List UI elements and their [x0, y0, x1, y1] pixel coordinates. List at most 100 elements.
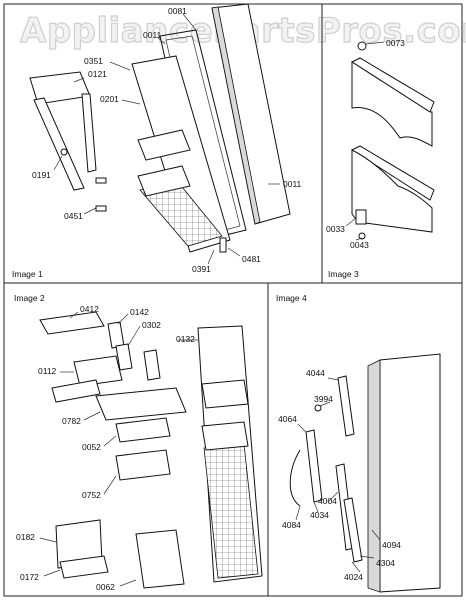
leader-0451 — [83, 207, 97, 215]
label-0752: 0752 — [82, 490, 101, 500]
leader-4064 — [297, 423, 307, 433]
screw-0073 — [357, 41, 367, 51]
image2-fresh-food-door — [39, 311, 263, 589]
door-outer-edge — [211, 6, 261, 225]
leader-0391 — [207, 249, 215, 265]
hinge-trim-4044 — [337, 375, 355, 437]
ff-door-shelf-1 — [201, 379, 249, 409]
cabinet-side-panel — [379, 353, 441, 593]
door-shelf-lower-rail — [145, 185, 191, 197]
trim-4064 — [305, 429, 323, 503]
bracket-upper — [95, 177, 107, 184]
label-4034: 4034 — [310, 510, 329, 520]
leader-0011a — [157, 37, 166, 45]
image1-freezer-door — [29, 3, 291, 265]
label-4044: 4044 — [306, 368, 325, 378]
panel-title-image1: Image 1 — [12, 269, 43, 279]
label-0391: 0391 — [192, 264, 211, 274]
label-0052: 0052 — [82, 442, 101, 452]
screw-3994 — [314, 404, 322, 412]
label-4064: 4064 — [278, 414, 297, 424]
trim-4304 — [343, 497, 363, 563]
leader-0142 — [117, 313, 129, 325]
cover-base-0172 — [59, 555, 109, 579]
label-4024: 4024 — [344, 572, 363, 582]
leader-0191 — [53, 155, 63, 171]
door-shelf-upper-rail — [145, 149, 191, 161]
leader-0201 — [121, 99, 141, 105]
label-0201: 0201 — [100, 94, 119, 104]
label-0132: 0132 — [176, 334, 195, 344]
leader-0182 — [39, 537, 57, 543]
screw-0191 — [60, 148, 68, 156]
label-0412: 0412 — [80, 304, 99, 314]
leader-0412 — [69, 311, 79, 319]
trim-0412 — [39, 311, 105, 335]
cabinet-edge — [367, 359, 381, 593]
leader-0062 — [119, 579, 137, 587]
ff-door-shelf-2 — [201, 421, 249, 451]
label-4304: 4304 — [376, 558, 395, 568]
label-0142: 0142 — [130, 307, 149, 317]
bin-0052 — [115, 417, 171, 443]
panel-title-image2: Image 2 — [14, 293, 45, 303]
leader-0351 — [109, 61, 131, 71]
label-0011-top: 0011 — [143, 30, 162, 40]
leader-0172 — [43, 569, 61, 577]
label-0011-side: 0011 — [283, 179, 302, 189]
leader-0033 — [345, 217, 357, 227]
leader-0043 — [355, 237, 363, 241]
bin-0062 — [135, 529, 185, 589]
trim-lower-edge — [350, 145, 435, 201]
image3-door-trim — [345, 41, 435, 241]
label-0073: 0073 — [386, 38, 405, 48]
label-0302: 0302 — [142, 320, 161, 330]
panel-title-image3: Image 3 — [328, 269, 359, 279]
label-0191: 0191 — [32, 170, 51, 180]
label-0033: 0033 — [326, 224, 345, 234]
leader-4094 — [371, 529, 381, 541]
leader-4024 — [351, 561, 361, 573]
screw-0043 — [358, 232, 366, 240]
label-0182: 0182 — [16, 532, 35, 542]
leader-0052 — [103, 435, 117, 447]
label-0112: 0112 — [38, 366, 57, 376]
dispenser-housing-side — [33, 97, 85, 191]
tray-0112 — [73, 355, 123, 387]
leader-0073 — [365, 41, 385, 45]
label-0081: 0081 — [168, 6, 187, 16]
leader-4084 — [295, 505, 301, 521]
tray-lower-0112 — [51, 379, 101, 403]
trim-upper — [351, 61, 433, 147]
outer-frame — [3, 3, 463, 597]
bracket-lower — [95, 205, 107, 212]
image4-cabinet-trim — [289, 353, 441, 593]
panel-title-image4: Image 4 — [276, 293, 307, 303]
label-4084: 4084 — [282, 520, 301, 530]
label-0043: 0043 — [350, 240, 369, 250]
clip-0302b — [143, 349, 161, 381]
shelf-0782 — [95, 387, 187, 421]
leader-0752 — [103, 475, 117, 495]
leader-0782 — [83, 411, 101, 421]
label-0172: 0172 — [20, 572, 39, 582]
leader-0481 — [227, 247, 241, 257]
leader-4044 — [327, 377, 339, 381]
cap-0033 — [355, 209, 367, 225]
leader-0121 — [73, 77, 85, 83]
leader-4034 — [313, 501, 319, 513]
bracket-4084 — [289, 449, 301, 507]
label-4004: 4004 — [318, 496, 337, 506]
label-0062: 0062 — [96, 582, 115, 592]
leader-3994 — [319, 401, 331, 407]
clip-0142 — [107, 321, 125, 349]
label-3994: 3994 — [314, 394, 333, 404]
bin-0752 — [115, 449, 171, 481]
trim-lower — [351, 149, 433, 233]
leader-4004 — [327, 491, 339, 503]
hinge-0481 — [219, 237, 227, 253]
label-0351: 0351 — [84, 56, 103, 66]
label-4094: 4094 — [382, 540, 401, 550]
label-0782: 0782 — [62, 416, 81, 426]
